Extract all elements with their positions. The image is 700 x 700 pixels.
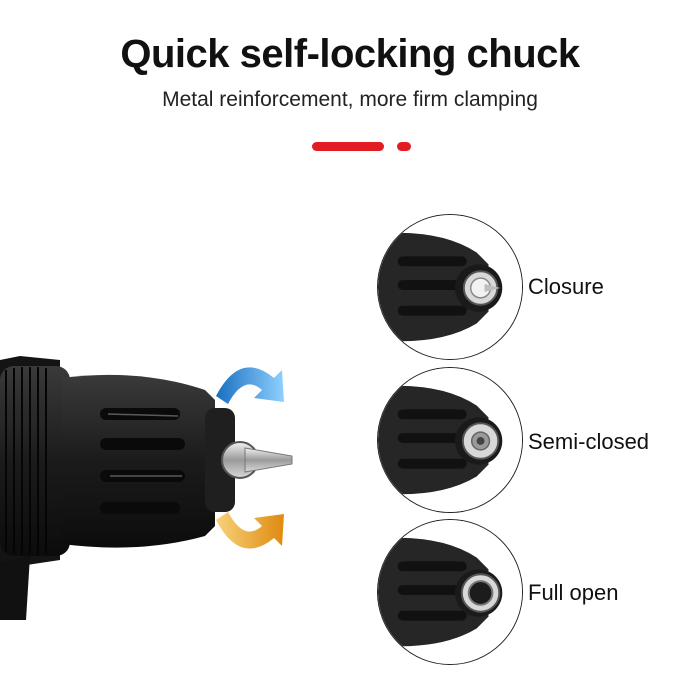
state-label-semi-closed: Semi-closed	[528, 429, 650, 454]
state-label-closure: Closure	[528, 274, 604, 299]
page-subtitle: Metal reinforcement, more firm clamping	[162, 88, 538, 111]
chuck-full-open-image	[377, 519, 523, 665]
accent-bar	[312, 142, 384, 151]
chuck-semi-closed-image	[377, 367, 523, 513]
accent-dot	[397, 142, 411, 151]
state-label-full-open: Full open	[528, 580, 619, 605]
page-title: Quick self-locking chuck	[120, 32, 580, 76]
drill-chuck-hero-image	[0, 356, 293, 620]
chuck-closure-image	[377, 214, 523, 360]
